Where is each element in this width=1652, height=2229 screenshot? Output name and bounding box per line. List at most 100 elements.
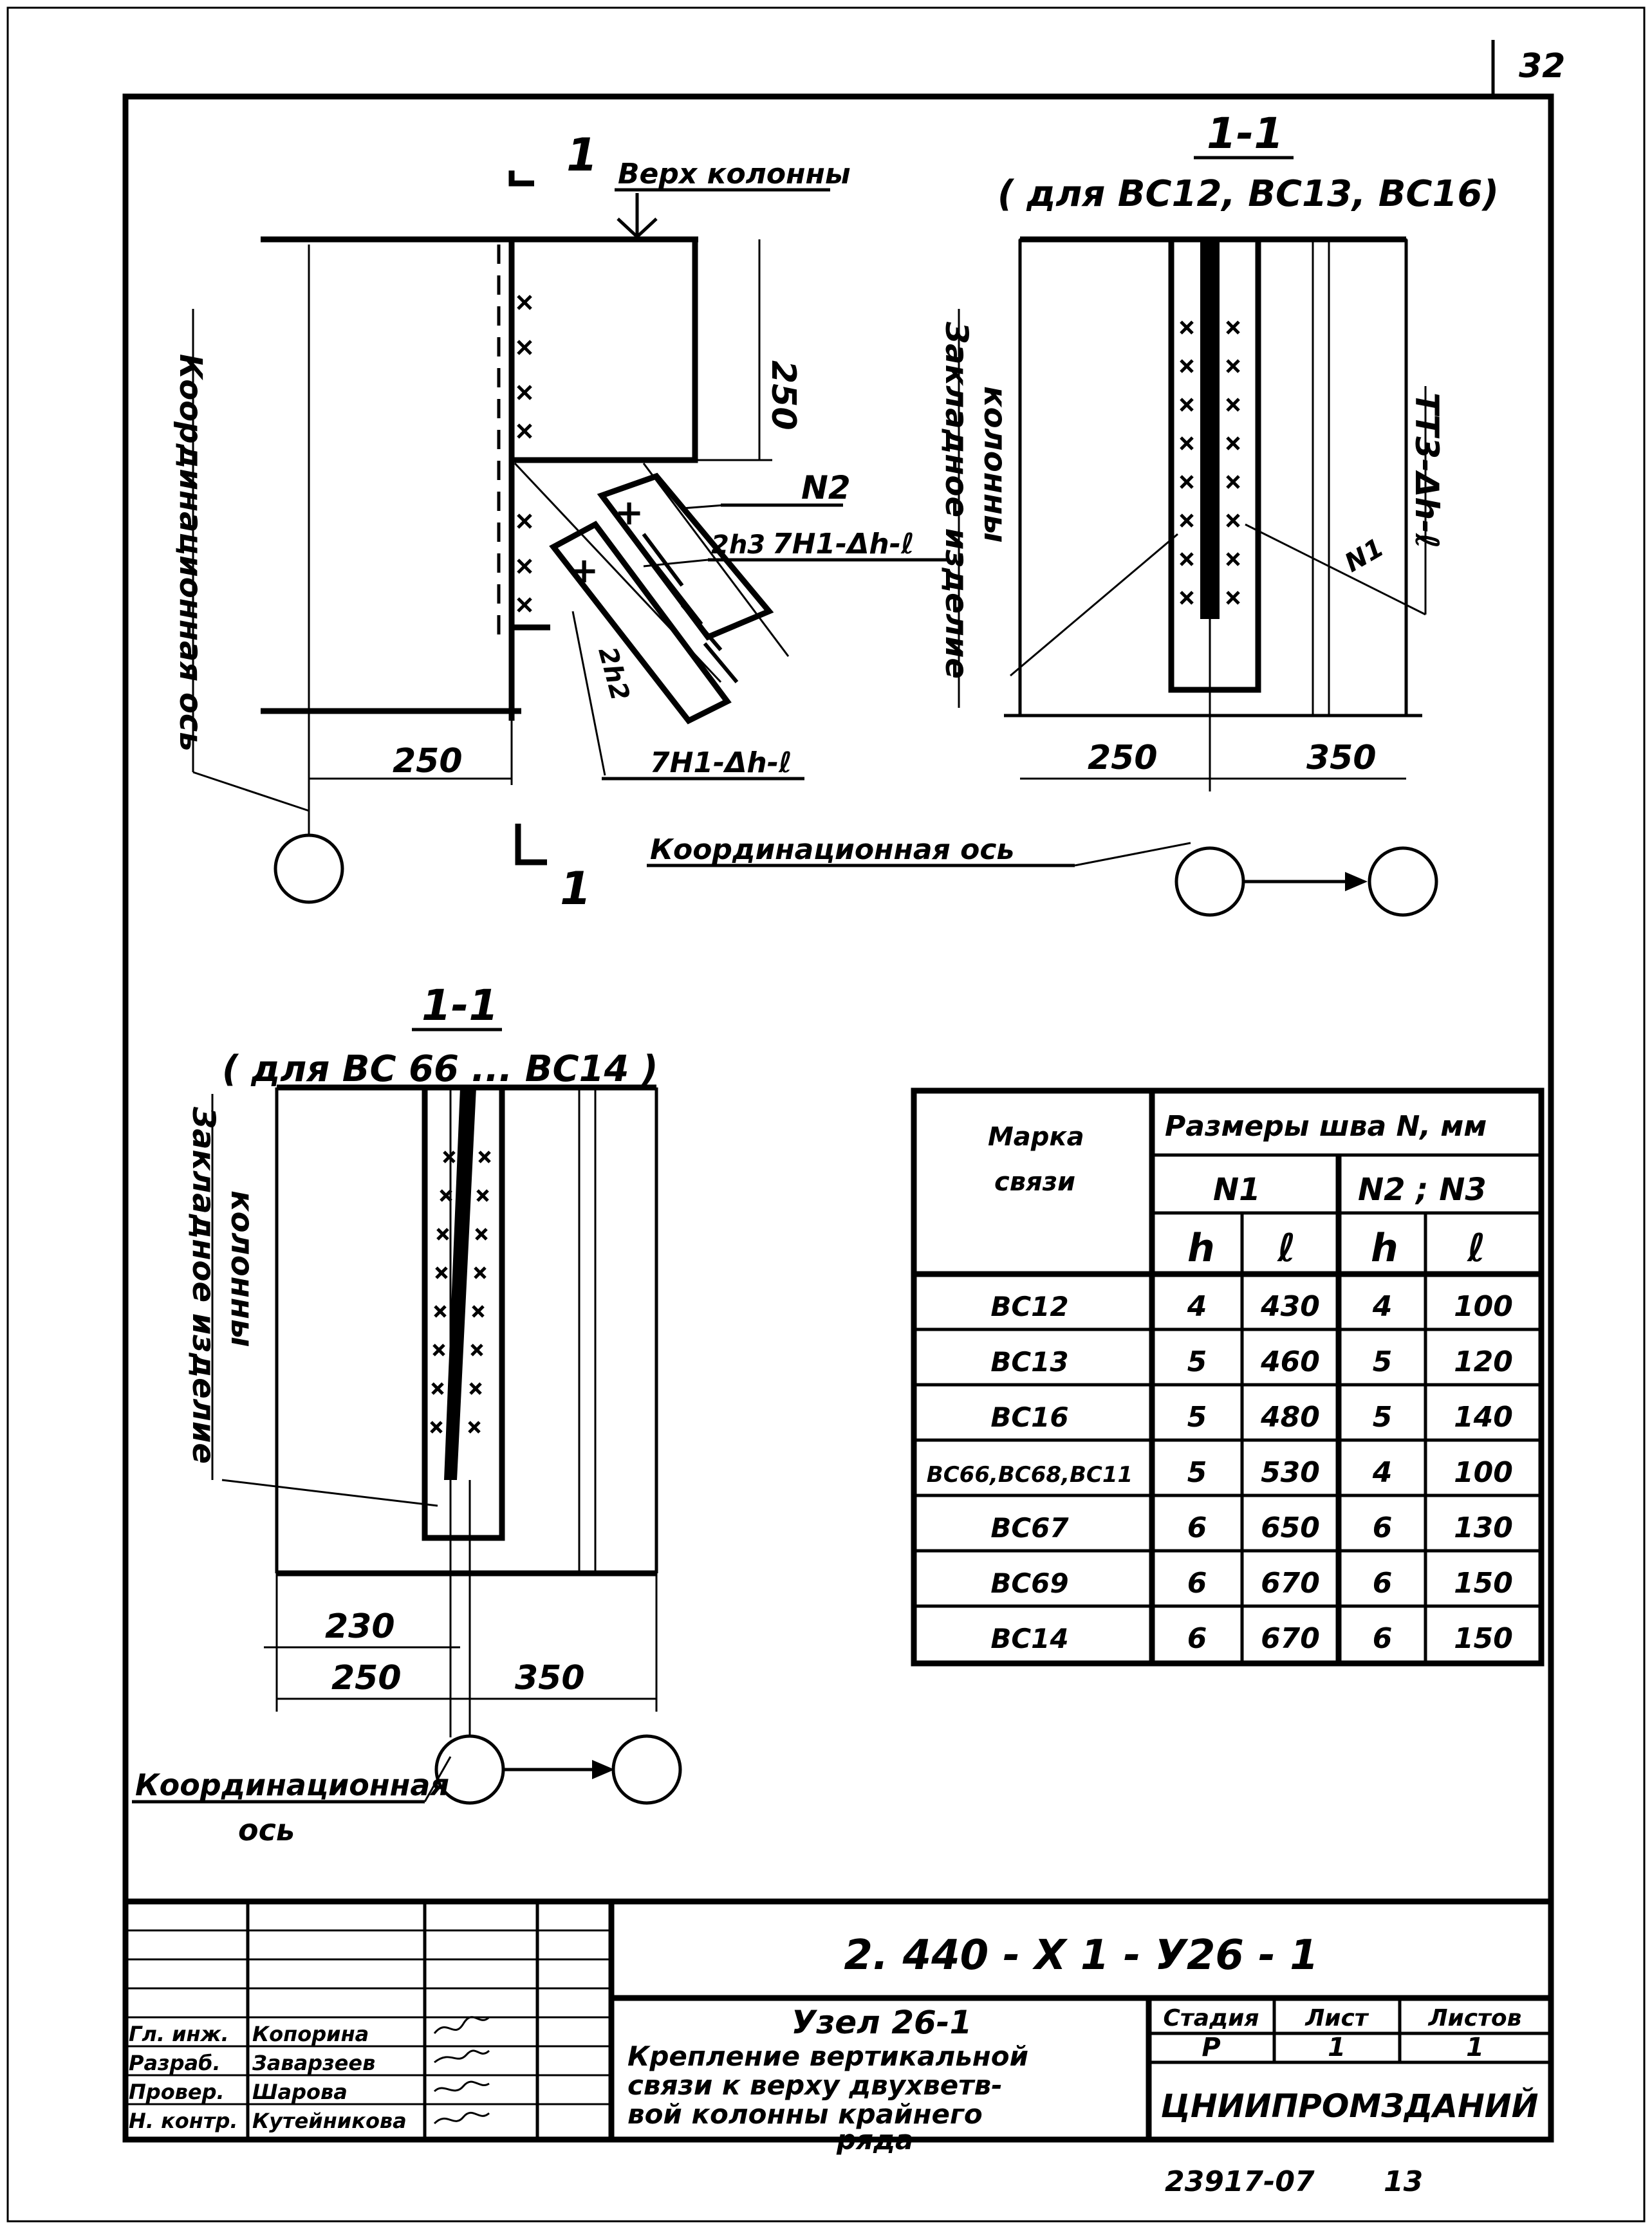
section-mark-top-num: 1 <box>566 129 598 181</box>
person-name: Копорина <box>252 2022 369 2046</box>
table-row: ВС69 6 670 6 150 <box>990 1567 1513 1600</box>
section-a-weld-label: ТТ3-Δh-ℓ <box>1408 393 1445 548</box>
section-b-subtitle: ( для ВС 66 ... ВС14 ) <box>222 1048 658 1090</box>
svg-text:4: 4 <box>1187 1290 1207 1323</box>
svg-text:430: 430 <box>1260 1290 1320 1323</box>
desc-line-4: ряда <box>836 2124 913 2156</box>
section-a: 1-1 ( для ВС12, ВС13, ВС16) Закладное из… <box>647 109 1499 917</box>
svg-text:ВС67: ВС67 <box>990 1512 1069 1544</box>
section-a-n1: N1 <box>1340 533 1389 578</box>
svg-text:6: 6 <box>1373 1512 1393 1544</box>
main-view: + + 1 Верх колонны 250 N2 2h3 7Н1-Δh-ℓ 2… <box>172 129 949 915</box>
person-role: Н. контр. <box>129 2109 238 2133</box>
bottom-num: 13 <box>1384 2165 1423 2198</box>
svg-text:670: 670 <box>1261 1567 1320 1600</box>
coord-axis-label-leader <box>192 771 310 812</box>
desc-line-2: связи к верху двухветв- <box>627 2069 1003 2101</box>
h2-label: 2h2 <box>592 644 635 704</box>
svg-text:4: 4 <box>1372 1456 1393 1489</box>
svg-text:530: 530 <box>1261 1456 1320 1489</box>
desc-line-3: вой колонны крайнего <box>627 2098 983 2130</box>
title-block: 2. 440 - X 1 - У26 - 1 Узел 26-1 Креплен… <box>125 1898 1551 2198</box>
svg-text:120: 120 <box>1454 1346 1513 1378</box>
svg-text:6: 6 <box>1373 1567 1393 1600</box>
weld-table: Марка связи Размеры шва N, мм N1 N2 ; N3… <box>911 1087 1545 1667</box>
outer-border <box>6 6 1646 2223</box>
table-l1: ℓ <box>1277 1226 1295 1271</box>
svg-text:+: + <box>570 550 599 591</box>
svg-text:5: 5 <box>1187 1456 1207 1489</box>
section-a-embed-label-1: Закладное изделие <box>938 321 974 679</box>
svg-text:5: 5 <box>1373 1346 1393 1378</box>
section-b-gusset <box>444 1087 476 1480</box>
table-row: ВС12 4 430 4 100 <box>990 1290 1513 1323</box>
section-b-dim-350: 350 <box>515 1659 585 1697</box>
svg-text:100: 100 <box>1454 1456 1513 1489</box>
table-outer <box>911 1087 1545 1667</box>
svg-text:ВС12: ВС12 <box>990 1291 1068 1322</box>
svg-text:ВС69: ВС69 <box>990 1568 1068 1599</box>
page-number: 32 <box>1519 47 1565 86</box>
svg-text:150: 150 <box>1454 1622 1513 1655</box>
weld-label-2: 7Н1-Δh-ℓ <box>650 746 792 779</box>
org-name: ЦНИИПРОМЗДАНИЙ <box>1161 2087 1539 2125</box>
person-role: Провер. <box>129 2080 225 2104</box>
svg-text:460: 460 <box>1260 1346 1320 1378</box>
svg-text:130: 130 <box>1454 1512 1513 1544</box>
doc-code: 2. 440 - X 1 - У26 - 1 <box>844 1932 1318 1979</box>
section-mark-bottom-num: 1 <box>560 862 591 915</box>
svg-text:5: 5 <box>1373 1401 1393 1434</box>
section-b-dim-230: 230 <box>325 1607 395 1646</box>
coord-axis-label-main: Координационная ось <box>172 354 209 752</box>
table-h2: h <box>1371 1226 1398 1271</box>
section-mark-top <box>508 171 534 187</box>
svg-text:ВС16: ВС16 <box>990 1401 1068 1433</box>
svg-text:ВС66,ВС68,ВС11: ВС66,ВС68,ВС11 <box>927 1462 1133 1488</box>
top-label: Верх колонны <box>618 158 851 190</box>
section-b-embed-leader <box>221 1479 438 1507</box>
axis-bubble-b-2 <box>611 1734 682 1805</box>
table-n23: N2 ; N3 <box>1358 1172 1487 1208</box>
section-a-subtitle: ( для ВС12, ВС13, ВС16) <box>998 173 1499 215</box>
section-b-dim-250: 250 <box>331 1659 402 1697</box>
table-col-mark-1: Марка <box>988 1122 1084 1152</box>
table-row: ВС14 6 670 6 150 <box>990 1622 1513 1655</box>
desc-line-1: Крепление вертикальной <box>627 2040 1028 2072</box>
axis-arrowhead-b <box>592 1760 615 1779</box>
section-b-coord-label-1: Координационная <box>135 1768 449 1802</box>
table-row: ВС13 5 460 5 120 <box>990 1346 1513 1378</box>
section-b-welds <box>430 1151 491 1434</box>
section-a-coord-label: Координационная ось <box>650 833 1014 866</box>
svg-text:5: 5 <box>1187 1401 1207 1434</box>
sheet-value: 1 <box>1328 2033 1346 2062</box>
svg-text:4: 4 <box>1372 1290 1393 1323</box>
svg-text:+: + <box>615 492 644 533</box>
section-b-embed-label-1: Закладное изделие <box>185 1106 221 1464</box>
section-a-gusset <box>1200 239 1220 619</box>
svg-text:150: 150 <box>1454 1567 1513 1600</box>
hdim-250: 250 <box>393 742 463 781</box>
svg-text:5: 5 <box>1187 1346 1207 1378</box>
sheets-value: 1 <box>1466 2033 1484 2062</box>
section-a-dim-left: 250 <box>1088 739 1158 777</box>
svg-text:480: 480 <box>1260 1401 1320 1434</box>
svg-text:670: 670 <box>1261 1622 1320 1655</box>
sheets-head: Листов <box>1428 2005 1522 2031</box>
h3-label: 2h3 <box>711 530 765 560</box>
top-arrowhead <box>617 217 658 239</box>
signatures <box>433 2016 490 2125</box>
svg-text:140: 140 <box>1454 1401 1513 1434</box>
section-a-dim-right: 350 <box>1306 739 1377 777</box>
section-b-embed-label-2: колонны <box>224 1190 260 1347</box>
table-l2: ℓ <box>1467 1226 1485 1271</box>
stage-value: Р <box>1202 2033 1220 2062</box>
svg-text:6: 6 <box>1187 1622 1207 1655</box>
svg-text:100: 100 <box>1454 1290 1513 1323</box>
table-row: ВС66,ВС68,ВС11 5 530 4 100 <box>927 1456 1513 1489</box>
svg-text:6: 6 <box>1187 1567 1207 1600</box>
svg-text:6: 6 <box>1373 1622 1393 1655</box>
svg-text:650: 650 <box>1261 1512 1320 1544</box>
section-mark-bottom <box>515 824 547 865</box>
gusset-plate <box>512 236 698 463</box>
